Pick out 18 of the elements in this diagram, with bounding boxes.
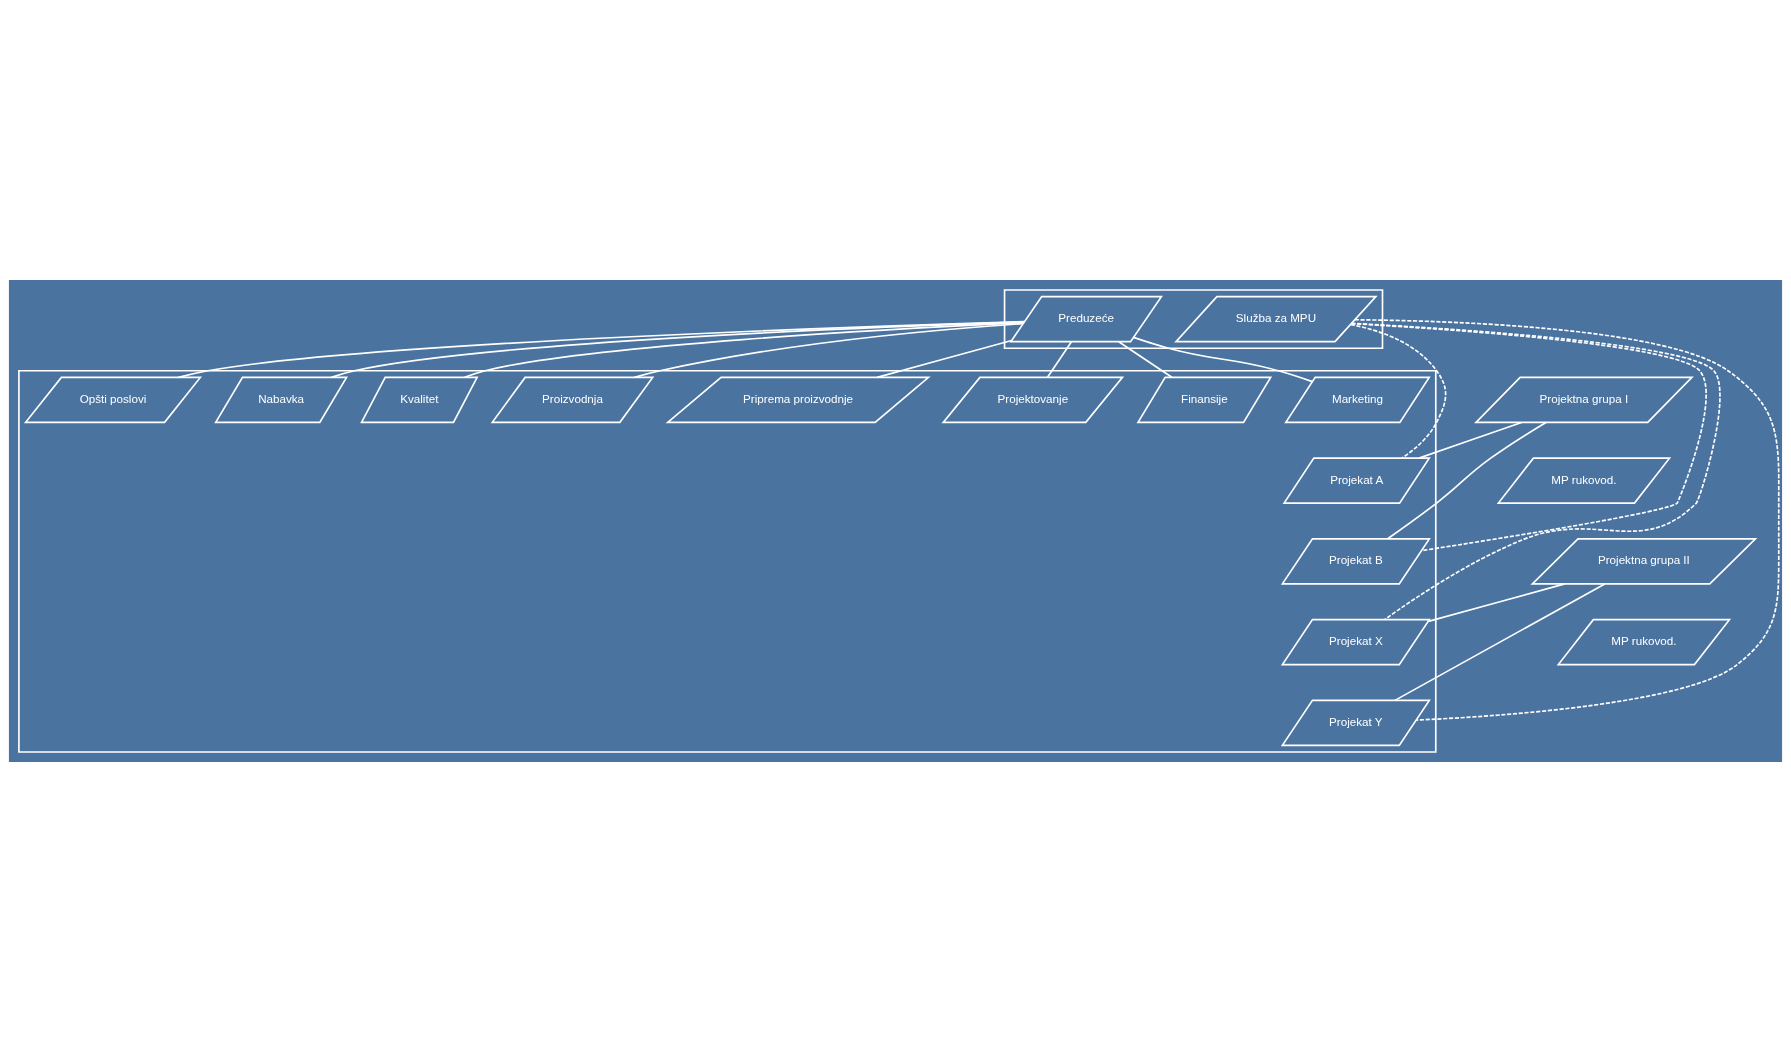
connector: [1132, 336, 1314, 382]
connector: [1386, 421, 1547, 540]
connector: [1350, 322, 1707, 551]
connector: [1117, 340, 1173, 378]
connector: [463, 321, 1025, 378]
connector: [1349, 323, 1447, 459]
connector: [1354, 318, 1780, 721]
connector: [876, 339, 1013, 378]
connector: [1394, 582, 1606, 701]
connector: [1350, 322, 1721, 620]
connector: [177, 320, 1026, 378]
connector: [633, 322, 1024, 378]
cluster: [18, 369, 1437, 753]
connector: [1046, 340, 1073, 378]
connector: [330, 320, 1026, 378]
connector: [1427, 582, 1566, 622]
cluster: [1003, 288, 1384, 349]
connector: [1418, 421, 1523, 459]
